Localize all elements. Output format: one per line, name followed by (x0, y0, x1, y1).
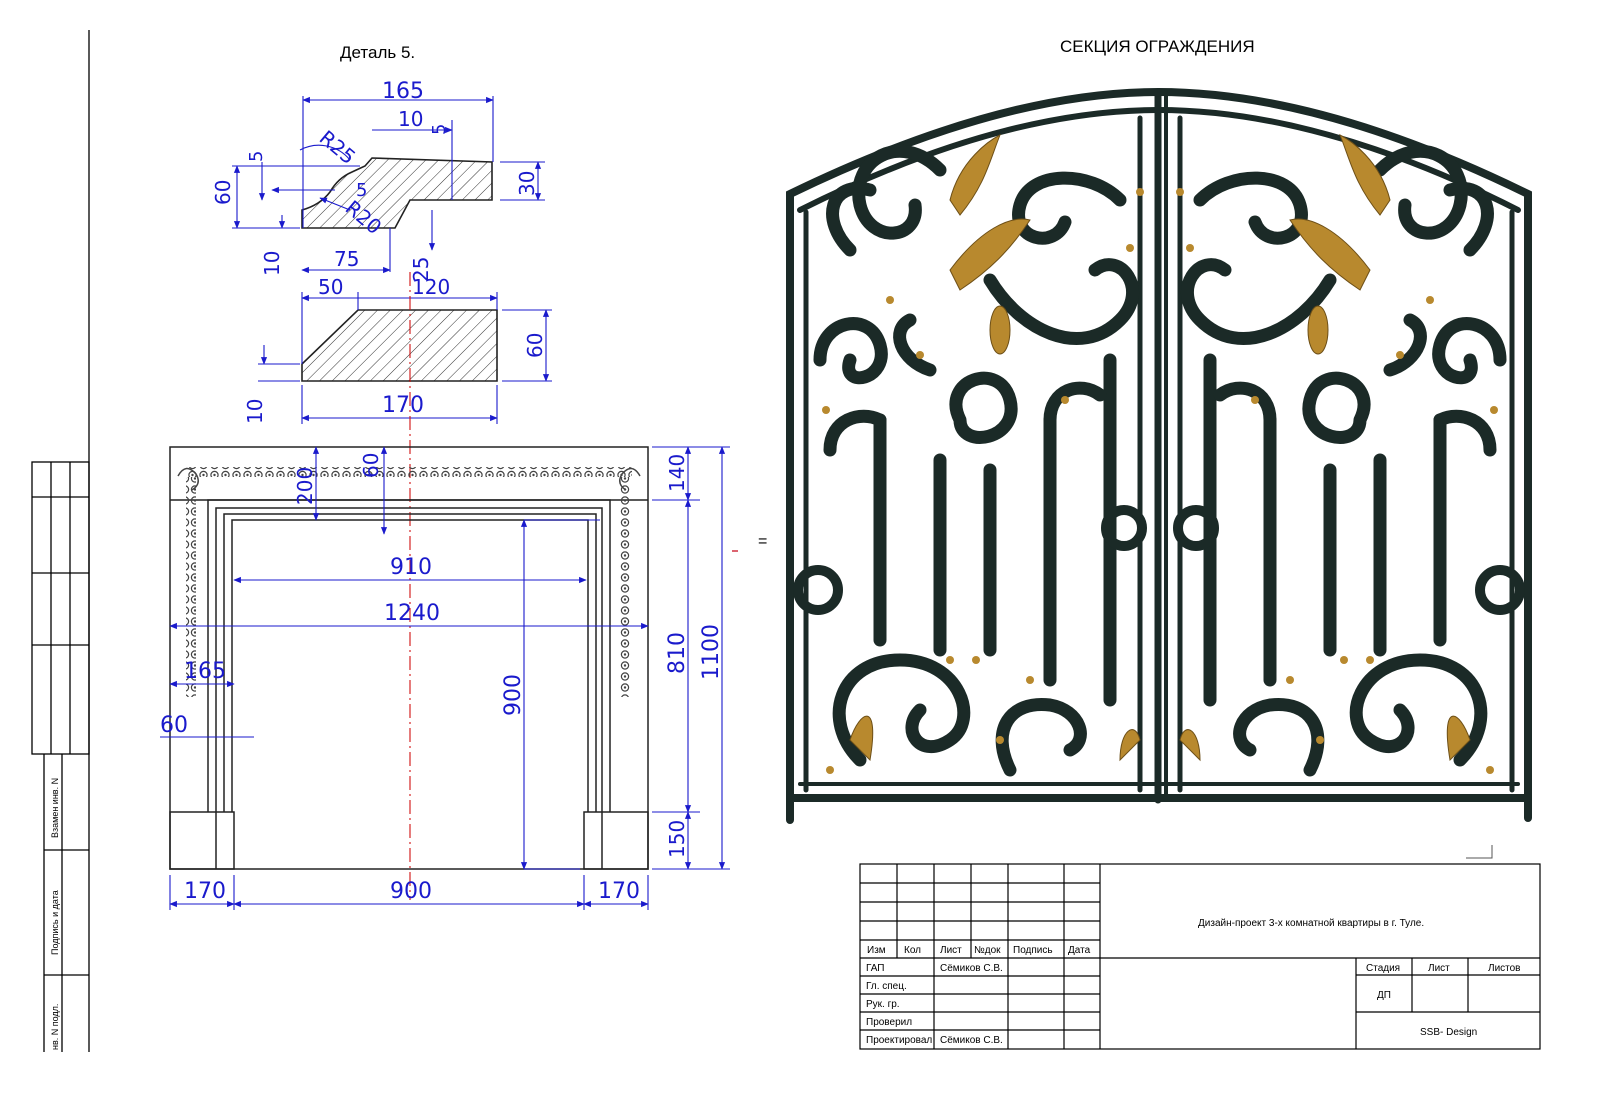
stamp-header-sheet: Лист (940, 945, 962, 956)
frame-left-base-label: 170 (184, 879, 226, 904)
frame-elevation (169, 446, 649, 870)
profile-base-width-label: 75 (334, 247, 359, 271)
stamp-role-3: Проверил (866, 1017, 912, 1028)
stamp-stage-label: Стадия (1366, 963, 1400, 974)
margin-inventory-label: нв. N подл. (50, 1004, 60, 1050)
equals-sign: = (758, 533, 767, 550)
frame-dimension-lines (160, 446, 730, 910)
profile-r-upper-label: R25 (315, 125, 361, 169)
frame-opening-width-label: 910 (390, 555, 432, 580)
frame-right-base-label: 170 (598, 879, 640, 904)
margin-replaced-label: Взамен инв. N (50, 778, 60, 838)
frame-lintel-label: 60 (359, 453, 383, 478)
profile-step-label: 10 (398, 107, 423, 131)
section-title: СЕКЦИЯ ОГРАЖДЕНИЯ (1060, 37, 1255, 56)
stamp-role-4: Проектировал (866, 1035, 932, 1046)
frame-opening-height-label: 900 (501, 674, 526, 716)
profile-section: 165 10 5 R25 5 60 5 R20 30 10 75 25 (211, 79, 545, 282)
profile-drop-label: 25 (409, 257, 433, 282)
frame-base-opening-label: 900 (390, 879, 432, 904)
profile-gap-top-label: 5 (429, 124, 450, 135)
stamp-stage-value: ДП (1377, 990, 1391, 1001)
stamp-header-count: Кол (904, 945, 921, 956)
slab-chamfer-label: 50 (318, 275, 343, 299)
profile-bottom-offset-label: 10 (260, 251, 284, 276)
gate-gold-ornaments (849, 133, 1471, 762)
sheet-border (31, 30, 90, 1052)
profile-gap-left-label: 5 (246, 151, 267, 162)
slab-section: 50 120 60 10 170 (243, 275, 552, 424)
frame-frieze-label: 200 (293, 467, 317, 505)
gate-gold-dots (822, 188, 1498, 774)
frame-inner-height-label: 810 (665, 632, 690, 674)
frame-overall-height-label: 1100 (699, 624, 724, 680)
stamp-name-4: Сёмиков С.В. (940, 1035, 1003, 1046)
detail-title: Деталь 5. (340, 43, 415, 62)
profile-inner-gap-label: 5 (356, 180, 367, 201)
gate-illustration (786, 87, 1532, 824)
frame-top-band-label: 140 (665, 454, 689, 492)
profile-height-label: 60 (211, 180, 235, 205)
frame-overall-width-label: 1240 (384, 601, 440, 626)
margin-signature-label: Подпись и дата (50, 890, 60, 955)
stamp-role-1: Гл. спец. (866, 981, 907, 992)
stamp-company: SSB- Design (1420, 1027, 1477, 1038)
stamp-sheets-label: Листов (1488, 963, 1521, 974)
slab-height-label: 60 (523, 333, 547, 358)
stamp-role-0: ГАП (866, 963, 885, 974)
frame-pilaster-inner-label: 60 (160, 713, 188, 738)
stamp-role-2: Рук. гр. (866, 999, 900, 1010)
stamp-header-date: Дата (1068, 945, 1091, 956)
frame-pilaster-label: 165 (184, 659, 226, 684)
slab-top-label: 120 (412, 275, 450, 299)
stamp-header-change: Изм (867, 945, 886, 956)
profile-right-height-label: 30 (515, 171, 539, 196)
slab-bottom-offset-label: 10 (243, 399, 267, 424)
slab-width-label: 170 (382, 393, 424, 418)
stamp-header-doc: №док (974, 945, 1001, 956)
profile-top-width-label: 165 (382, 79, 424, 104)
frame-plinth-label: 150 (665, 820, 689, 858)
stamp-project-title: Дизайн-проект 3-х комнатной квартиры в г… (1198, 918, 1424, 929)
stamp-header-signature: Подпись (1013, 945, 1053, 956)
stamp-name-0: Сёмиков С.В. (940, 963, 1003, 974)
title-stamp (859, 863, 1541, 1050)
stamp-sheet-label: Лист (1428, 963, 1450, 974)
